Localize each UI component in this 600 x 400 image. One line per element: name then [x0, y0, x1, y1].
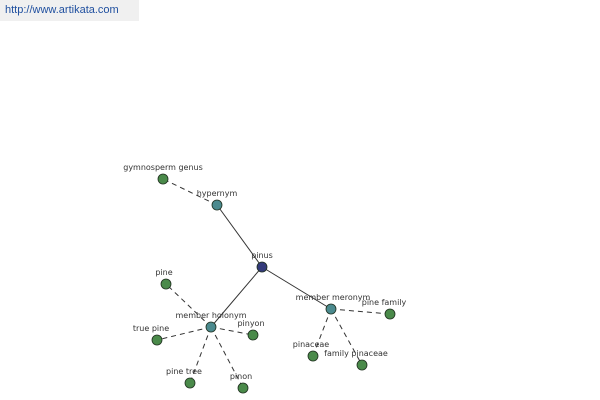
node-family-pinaceae-label: family pinaceae: [324, 349, 388, 358]
edge-member-meronym-to-pine-family: [330, 308, 391, 315]
node-pinyon[interactable]: pinyon: [237, 319, 265, 341]
node-pinaceae-dot[interactable]: [307, 350, 319, 362]
node-member-meronym-dot[interactable]: [325, 303, 337, 315]
node-pine-dot[interactable]: [160, 278, 172, 290]
edge-hypernym-to-gymnosperm-genus: [162, 178, 218, 206]
node-pinon-label: pinon: [230, 372, 252, 381]
node-gymnosperm-genus[interactable]: gymnosperm genus: [123, 163, 203, 185]
node-pinaceae-label: pinaceae: [293, 340, 329, 349]
node-family-pinaceae[interactable]: family pinaceae: [324, 349, 388, 371]
nodes-layer: pinus hypernym member meronym member holony…: [123, 163, 407, 394]
node-pine-tree-dot[interactable]: [184, 377, 196, 389]
node-member-holonym-label: member holonym: [175, 311, 246, 320]
source-url-link[interactable]: http://www.artikata.com: [0, 0, 139, 21]
edge-member-holonym-to-pine: [165, 283, 212, 328]
node-gymnosperm-genus-dot[interactable]: [157, 173, 169, 185]
node-pinyon-dot[interactable]: [247, 329, 259, 341]
node-true-pine-label: true pine: [133, 324, 169, 333]
node-pine-family-label: pine family: [362, 298, 407, 307]
edge-member-holonym-to-pine-tree: [189, 326, 212, 384]
node-member-meronym-label: member meronym: [296, 293, 371, 302]
node-pinon-dot[interactable]: [237, 382, 249, 394]
node-pine-family[interactable]: pine family: [362, 298, 407, 320]
node-member-holonym[interactable]: member holonym: [175, 311, 247, 333]
node-pinon[interactable]: pinon: [230, 372, 252, 394]
node-pine-label: pine: [155, 268, 172, 277]
edges-layer: [156, 178, 391, 389]
edge-member-holonym-to-pinyon: [210, 326, 254, 336]
node-pinus-dot[interactable]: [256, 261, 268, 273]
edge-member-holonym-to-pinon: [210, 326, 244, 389]
edge-pinus-to-hypernym: [216, 204, 263, 268]
node-pine-family-dot[interactable]: [384, 308, 396, 320]
node-true-pine[interactable]: true pine: [133, 324, 169, 346]
node-gymnosperm-genus-label: gymnosperm genus: [123, 163, 203, 172]
edge-member-meronym-to-family-pinaceae: [330, 308, 363, 366]
node-true-pine-dot[interactable]: [151, 334, 163, 346]
node-hypernym-dot[interactable]: [211, 199, 223, 211]
edge-pinus-to-member-meronym: [261, 266, 332, 310]
node-pine[interactable]: pine: [155, 268, 173, 290]
edge-pinus-to-member-holonym: [210, 266, 263, 328]
node-hypernym[interactable]: hypernym: [197, 189, 238, 211]
node-pinus-label: pinus: [251, 251, 273, 260]
node-pinaceae[interactable]: pinaceae: [293, 340, 329, 362]
node-pinus[interactable]: pinus: [251, 251, 273, 273]
node-member-holonym-dot[interactable]: [205, 321, 217, 333]
node-pine-tree-label: pine tree: [166, 367, 202, 376]
node-pine-tree[interactable]: pine tree: [166, 367, 202, 389]
edge-member-holonym-to-true-pine: [156, 326, 212, 341]
node-hypernym-label: hypernym: [197, 189, 238, 198]
node-family-pinaceae-dot[interactable]: [356, 359, 368, 371]
node-pinyon-label: pinyon: [237, 319, 264, 328]
node-member-meronym[interactable]: member meronym: [296, 293, 371, 315]
